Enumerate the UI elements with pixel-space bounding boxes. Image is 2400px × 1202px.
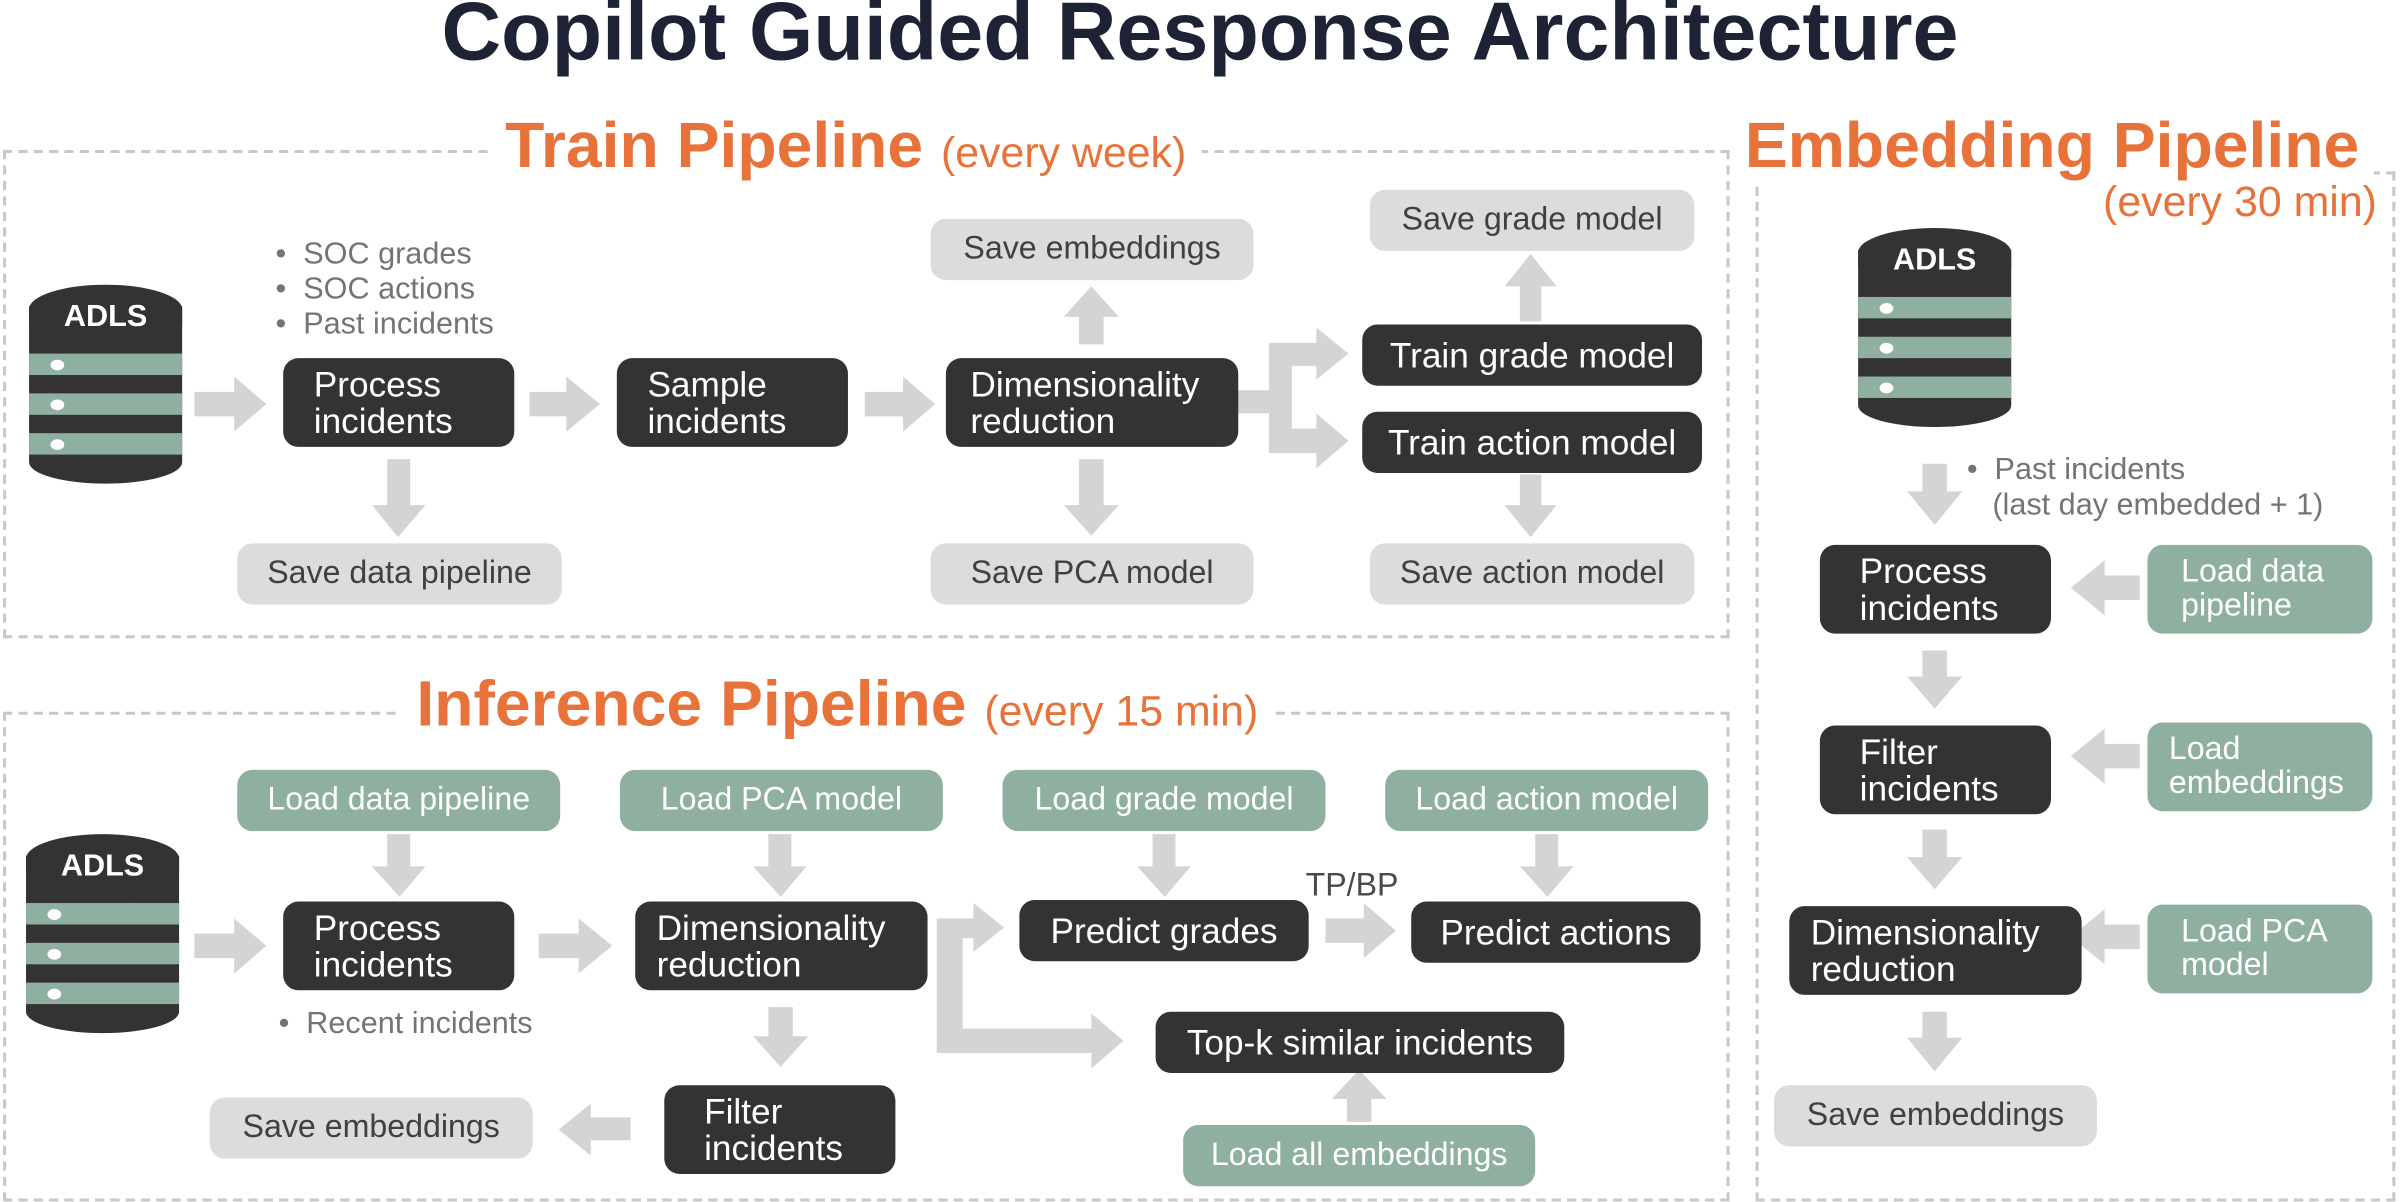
inference-load-action-model: Load action model: [1385, 769, 1709, 832]
train-adls-label: ADLS: [63, 299, 148, 334]
embedding-load-embeddings: Load embeddings: [2147, 722, 2373, 812]
embedding-past-note: • Past incidents (last day embedded + 1): [1966, 453, 2324, 522]
train-action-model: Train action model: [1362, 411, 1703, 473]
tp-bp-label: TP/BP: [1305, 867, 1399, 904]
train-grade-model: Train grade model: [1362, 324, 1703, 386]
embedding-pipeline-frame: [1755, 171, 2396, 1202]
embedding-load-pca-model: Load PCA model: [2147, 904, 2373, 994]
embedding-adls-label: ADLS: [1892, 243, 1977, 278]
embedding-adls-database-icon: ADLS: [1858, 228, 2012, 428]
inference-adls-database-icon: ADLS: [26, 834, 180, 1034]
embedding-pipeline-schedule: (every 30 min): [2103, 177, 2377, 225]
train-dimensionality-reduction: Dimensionality reduction: [945, 358, 1239, 447]
inference-process-incidents: Process incidents: [283, 901, 515, 991]
embedding-process-incidents: Process incidents: [1819, 544, 2052, 634]
inference-load-pca-model: Load PCA model: [619, 769, 943, 832]
embedding-filter-incidents: Filter incidents: [1819, 725, 2052, 815]
train-process-incidents: Process incidents: [283, 358, 515, 447]
embedding-pipeline-title: Embedding Pipeline: [1729, 107, 2375, 184]
inference-adls-label: ADLS: [60, 849, 145, 884]
train-pipeline-name: Train Pipeline: [505, 108, 924, 181]
train-save-data-pipeline: Save data pipeline: [237, 543, 562, 605]
inference-topk-similar-incidents: Top-k similar incidents: [1155, 1011, 1565, 1073]
page-title: Copilot Guided Response Architecture: [441, 0, 1959, 79]
inference-load-data-pipeline: Load data pipeline: [237, 769, 561, 832]
train-save-grade-model: Save grade model: [1369, 189, 1695, 252]
inference-recent-note: • Recent incidents: [278, 1007, 533, 1041]
inference-predict-grades: Predict grades: [1019, 899, 1309, 962]
inference-pipeline-name: Inference Pipeline: [416, 667, 967, 740]
train-save-embeddings: Save embeddings: [930, 218, 1254, 281]
inference-load-all-embeddings: Load all embeddings: [1183, 1124, 1536, 1187]
inference-save-embeddings: Save embeddings: [209, 1097, 533, 1159]
inference-dimensionality-reduction: Dimensionality reduction: [635, 901, 928, 991]
train-save-action-model: Save action model: [1369, 543, 1695, 605]
inference-pipeline-schedule: (every 15 min): [984, 687, 1259, 735]
train-adls-database-icon: ADLS: [29, 284, 183, 484]
inference-predict-actions: Predict actions: [1411, 901, 1701, 963]
inference-load-grade-model: Load grade model: [1002, 769, 1326, 832]
embedding-load-data-pipeline: Load data pipeline: [2147, 544, 2373, 634]
train-input-notes: • SOC grades • SOC actions • Past incide…: [275, 237, 494, 342]
embedding-save-embeddings: Save embeddings: [1773, 1085, 2097, 1147]
embedding-dimensionality-reduction: Dimensionality reduction: [1789, 906, 2082, 995]
train-pipeline-schedule: (every week): [940, 128, 1187, 177]
inference-pipeline-title: Inference Pipeline (every 15 min): [401, 665, 1274, 750]
train-pipeline-title: Train Pipeline (every week): [489, 107, 1202, 192]
inference-filter-incidents: Filter incidents: [664, 1085, 896, 1174]
train-sample-incidents: Sample incidents: [616, 358, 848, 447]
train-save-pca-model: Save PCA model: [930, 543, 1254, 605]
